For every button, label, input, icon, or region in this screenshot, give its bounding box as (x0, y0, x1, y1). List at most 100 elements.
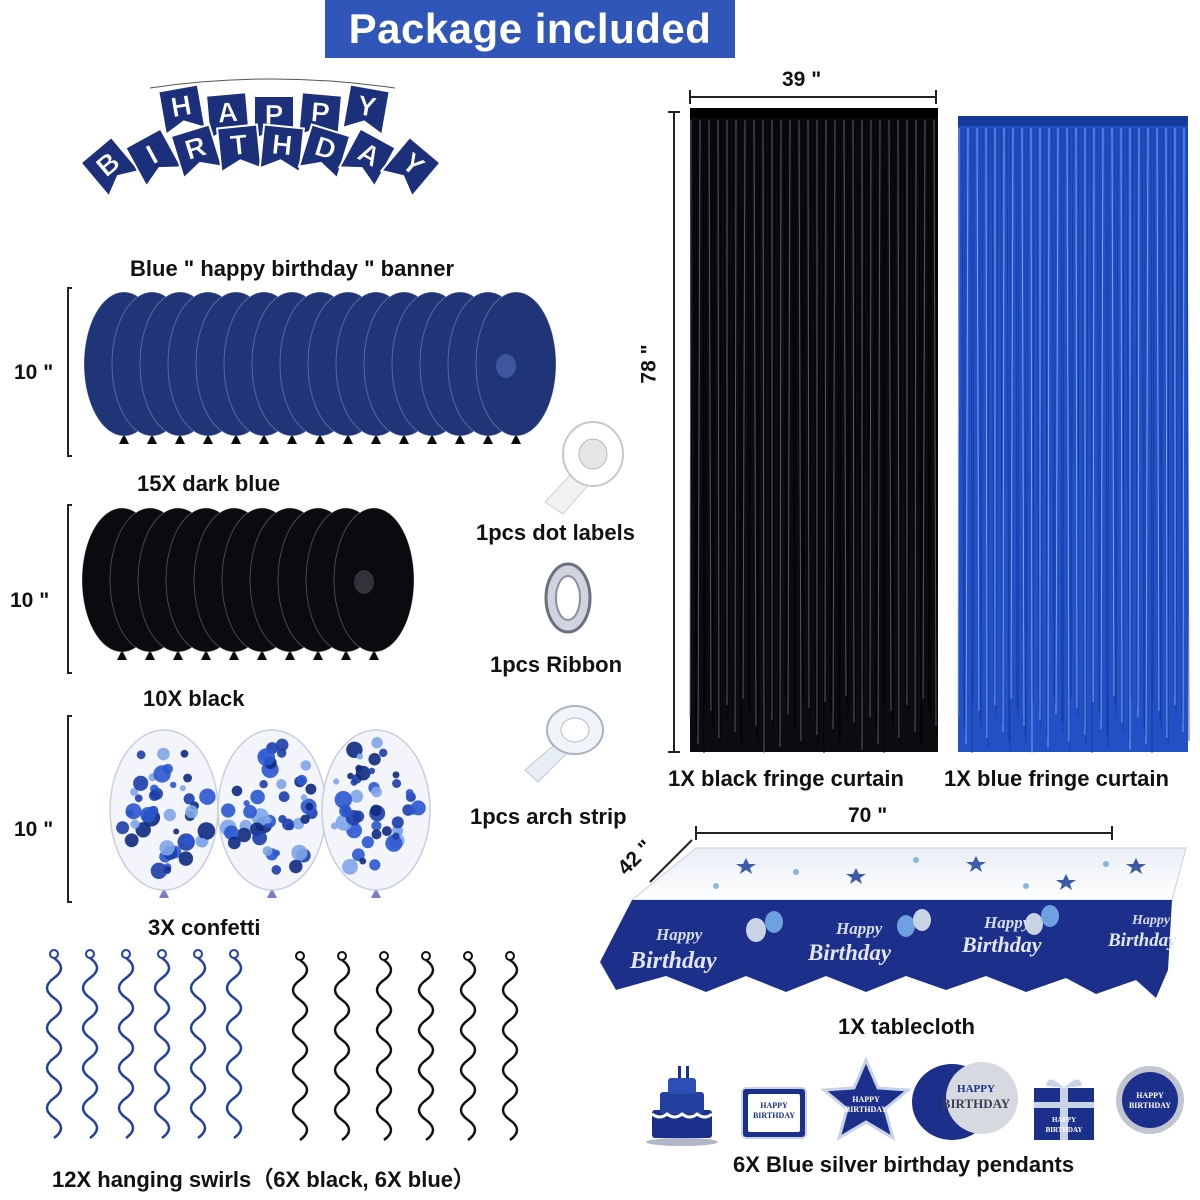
gift-birthday: BIRTHDAY (1046, 1126, 1083, 1134)
banner-flag: A (337, 127, 397, 189)
star-pendant: HAPPY BIRTHDAY (820, 1056, 912, 1142)
tablecloth-print-happy-1: Happy (655, 925, 703, 944)
curtain-height-dimension (668, 111, 680, 753)
tablecloth-print-birthday-2: Birthday (807, 940, 892, 965)
blue-curtain-label: 1X blue fringe curtain (944, 766, 1169, 791)
arch-strip-icon (524, 705, 604, 783)
balloons-pendant: HAPPY BIRTHDAY (912, 1062, 1018, 1140)
tablecloth-length-dimension (695, 826, 1113, 840)
banner-letter: Y (396, 146, 430, 182)
hanging-swirl (81, 949, 99, 1140)
round-birthday: BIRTHDAY (1129, 1101, 1171, 1110)
banner-letter: B (90, 146, 125, 183)
curtain-width: 39 " (782, 68, 822, 91)
black-curtain-label: 1X black fringe curtain (668, 766, 904, 791)
confetti-balloons (109, 729, 431, 898)
banner-letter: P (265, 99, 284, 130)
banner-flag: D (297, 123, 352, 181)
hanging-swirl (291, 951, 309, 1142)
tablecloth-width-dimension (649, 839, 693, 883)
blue-hanging-swirls (45, 949, 243, 1140)
swirls-label: 12X hanging swirls（6X black, 6X blue） (52, 1167, 476, 1192)
card-pendant: HAPPY BIRTHDAY (741, 1087, 807, 1139)
banner-letter: H (169, 89, 194, 123)
black-label: 10X black (143, 686, 245, 711)
gift-happy: HAPPY (1052, 1116, 1076, 1124)
banner-flag: H (258, 123, 305, 174)
round-happy: HAPPY (1136, 1091, 1164, 1100)
banner-label: Blue " happy birthday " banner (130, 256, 455, 281)
banner-flag: H (157, 83, 207, 137)
hanging-swirl (117, 949, 135, 1140)
dimension-bracket-confetti (67, 715, 72, 903)
hanging-swirl (189, 949, 207, 1140)
hanging-swirl (417, 951, 435, 1142)
gift-pendant: HAPPY BIRTHDAY (1034, 1079, 1094, 1140)
banner-flag: T (216, 123, 263, 174)
balloon (475, 291, 557, 444)
tablecloth-print-happy-2: Happy (835, 919, 883, 938)
banner-letter: R (181, 130, 209, 166)
banner-flag: B (79, 135, 142, 199)
tablecloth-image: Happy Birthday Happy Birthday Happy Birt… (600, 847, 1187, 998)
dimension-bracket-black (67, 504, 72, 674)
balloon (333, 507, 415, 660)
dark-blue-balloons (83, 291, 557, 444)
banner-flag: R (169, 123, 224, 181)
tablecloth-print-happy-4: Happy (1131, 913, 1171, 928)
balloon-birthday: BIRTHDAY (942, 1096, 1011, 1111)
banner-letter: Y (355, 89, 379, 123)
banner-letter: P (310, 96, 331, 129)
banner-letter: D (311, 130, 339, 166)
birthday-pendants: HAPPY BIRTHDAY HAPPY BIRTHDAY HAPPY BIRT… (646, 1056, 1184, 1146)
cake-pendant (646, 1066, 718, 1146)
star-birthday: BIRTHDAY (845, 1105, 887, 1114)
banner-flag: I (124, 127, 184, 189)
dark-blue-size: 10 " (14, 361, 54, 384)
hanging-swirl (333, 951, 351, 1142)
tablecloth-label: 1X tablecloth (838, 1014, 975, 1039)
ribbon-label: 1pcs Ribbon (490, 652, 623, 677)
page-title: Package included (325, 0, 735, 58)
dark-blue-label: 15X dark blue (137, 471, 281, 496)
hanging-swirl (153, 949, 171, 1140)
curtain-width-dimension (689, 90, 937, 104)
arch-strip-label: 1pcs arch strip (470, 804, 627, 829)
card-birthday: BIRTHDAY (753, 1111, 795, 1120)
blue-fringe-curtain (957, 116, 1190, 754)
tablecloth-print-birthday-3: Birthday (961, 932, 1042, 957)
banner-letter: A (353, 136, 386, 173)
dot-labels-icon (544, 421, 624, 515)
confetti-balloon (217, 729, 327, 898)
banner-flag: P (297, 91, 344, 142)
banner-letter: H (271, 128, 294, 161)
curtain-height: 78 " (637, 344, 661, 384)
banner-flag: Y (341, 83, 391, 137)
black-fringe-curtain (689, 108, 938, 754)
hanging-swirl (45, 949, 63, 1140)
hanging-swirl (225, 949, 243, 1140)
confetti-balloon (109, 729, 219, 898)
banner-flag: A (204, 91, 251, 142)
banner-flag: Y (379, 135, 442, 199)
tablecloth-print-birthday-4: Birthday (1107, 930, 1177, 951)
round-pendant: HAPPY BIRTHDAY (1116, 1066, 1184, 1134)
banner-letter: T (229, 129, 249, 162)
tablecloth-length: 70 " (848, 804, 888, 827)
black-balloons (81, 507, 415, 660)
black-hanging-swirls (291, 951, 519, 1142)
hanging-swirl (459, 951, 477, 1142)
banner-flag: P (253, 95, 295, 142)
dimension-bracket-dark-blue (67, 287, 72, 457)
confetti-size: 10 " (14, 818, 54, 841)
banner-letter: A (216, 96, 239, 129)
tablecloth-print-birthday-1: Birthday (629, 948, 717, 974)
ribbon-icon (544, 562, 592, 634)
confetti-balloon (321, 729, 431, 898)
star-happy: HAPPY (852, 1095, 880, 1104)
hanging-swirl (375, 951, 393, 1142)
banner-letter: I (141, 139, 163, 170)
pendants-label: 6X Blue silver birthday pendants (733, 1152, 1075, 1177)
black-size: 10 " (10, 589, 50, 612)
dot-labels-label: 1pcs dot labels (476, 520, 635, 545)
